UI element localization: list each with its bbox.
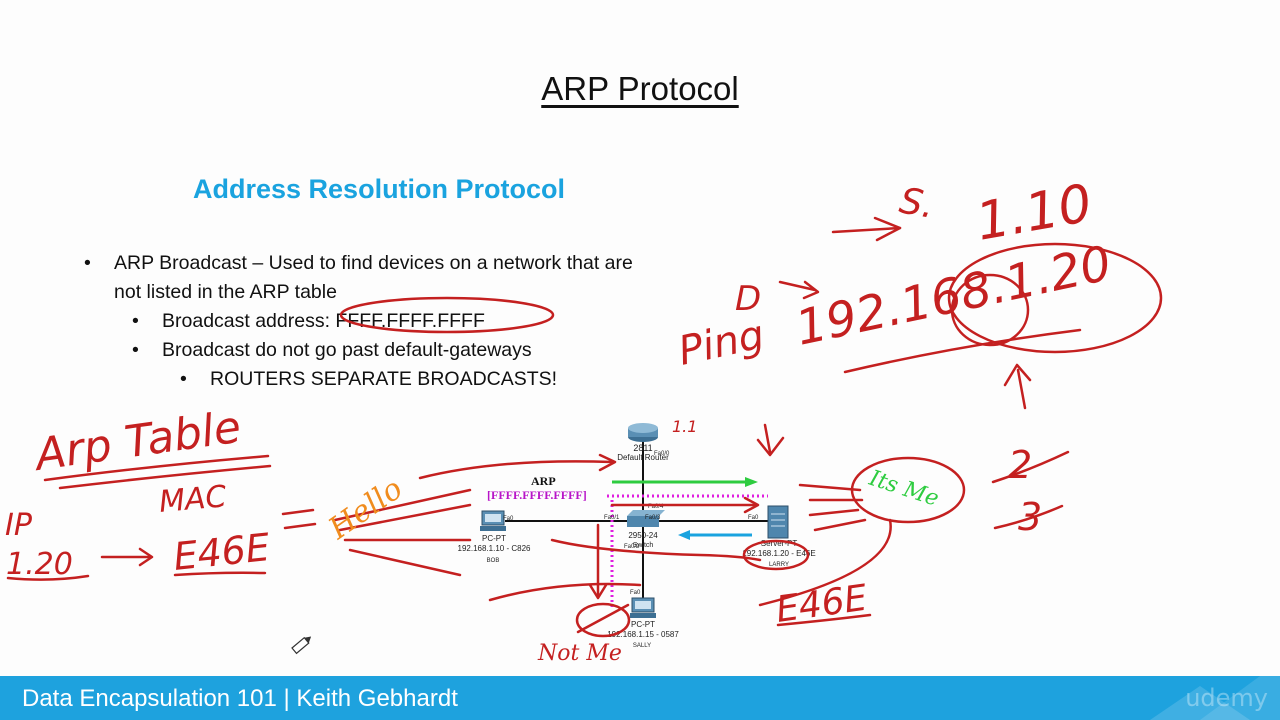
switch-model-label: 2950-24 (628, 531, 658, 540)
server-larry-name: LARRY (769, 562, 789, 568)
bullet-1: ARP Broadcast – Used to find devices on … (114, 252, 633, 274)
ink-strokes (6, 216, 1163, 638)
bullet-4: ROUTERS SEPARATE BROADCASTS! (210, 368, 558, 390)
ink-mac: MAC (158, 479, 228, 520)
pc-sally-port: Fa0 (630, 590, 641, 596)
ink-hello: Hello (322, 471, 409, 547)
bullet-dot: • (132, 310, 139, 332)
pencil-cursor-icon (291, 636, 312, 655)
ink-d-mark: D (735, 279, 761, 319)
server-larry-type: Server-PT (761, 539, 798, 548)
pc-bob-type: PC-PT (482, 534, 506, 543)
footer-decoration (1150, 676, 1280, 720)
switch-icon[interactable] (627, 510, 665, 527)
arp-label: ARP (531, 474, 556, 488)
router-port-label: Fa0/0 (654, 451, 670, 457)
server-larry-icon[interactable] (767, 505, 789, 539)
slide: ARP Protocol Address Resolution Protocol… (5, 70, 1163, 666)
pc-bob-name: BOB (487, 558, 500, 564)
ink-ping: Ping (675, 312, 769, 375)
arp-frame-label: [FFFF.FFFF.FFFF] (487, 488, 587, 502)
ink-entry-ip: 1.20 (6, 547, 73, 582)
bullet-dot: • (132, 339, 139, 361)
pc-sally-info: 192.168.1.15 - 0587 (607, 630, 679, 639)
ink-num-3: 3 (1018, 495, 1042, 539)
pc-sally-type: PC-PT (631, 620, 655, 629)
switch-port-3: Fa0/3 (645, 515, 661, 521)
ink-e46e: E46E (774, 578, 870, 631)
slide-subtitle: Address Resolution Protocol (193, 174, 566, 204)
ink-ping-target: 192.168.1.20 (791, 235, 1116, 356)
slide-title: ARP Protocol (541, 70, 739, 107)
pc-bob-icon[interactable] (480, 510, 506, 531)
footer-course-title: Data Encapsulation 101 | Keith Gebhardt (22, 685, 458, 712)
ink-entry-mac: E46E (171, 525, 271, 579)
router-name-label: Default Router (617, 453, 669, 462)
green-arrowhead (745, 477, 758, 487)
ink-num-2: 2 (1008, 443, 1032, 487)
bullet-3: Broadcast do not go past default-gateway… (162, 339, 532, 361)
pc-sally-icon[interactable] (630, 597, 656, 618)
ink-ip: IP (5, 508, 33, 543)
topology-diagram: 2811 Default Router Fa0/0 2950-24 Switch… (5, 174, 1163, 666)
ink-s-mark: S. (896, 180, 937, 226)
bullet-2: Broadcast address: FFFF.FFFF.FFFF (162, 310, 485, 332)
switch-name-label: Switch (633, 542, 654, 549)
footer-bar: Data Encapsulation 101 | Keith Gebhardt … (0, 676, 1280, 720)
switch-port-1: Fa0/1 (604, 515, 620, 521)
router-icon[interactable] (628, 423, 658, 442)
bullet-dot: • (84, 252, 91, 274)
udemy-logo: udemy (1185, 684, 1268, 712)
server-larry-port: Fa0 (748, 515, 759, 521)
pc-bob-port: Fa0 (503, 516, 514, 522)
bullet-dot: • (180, 368, 187, 390)
pc-sally-name: SALLY (633, 643, 651, 649)
switch-port-2: Fa0/2 (624, 544, 640, 550)
bullet-1-cont: not listed in the ARP table (114, 281, 337, 303)
ink-router-note: 1.1 (672, 417, 697, 436)
router-model-label: 2811 (633, 443, 652, 453)
switch-port-4: Fa0/4 (648, 504, 664, 510)
blue-arrowhead (678, 530, 690, 540)
server-larry-info: 192.168.1.20 - E46E (742, 549, 815, 558)
ink-not-me: Not Me (537, 641, 622, 666)
ink-its-me: Its Me (865, 466, 942, 512)
pc-bob-info: 192.168.1.10 - C826 (458, 544, 531, 553)
